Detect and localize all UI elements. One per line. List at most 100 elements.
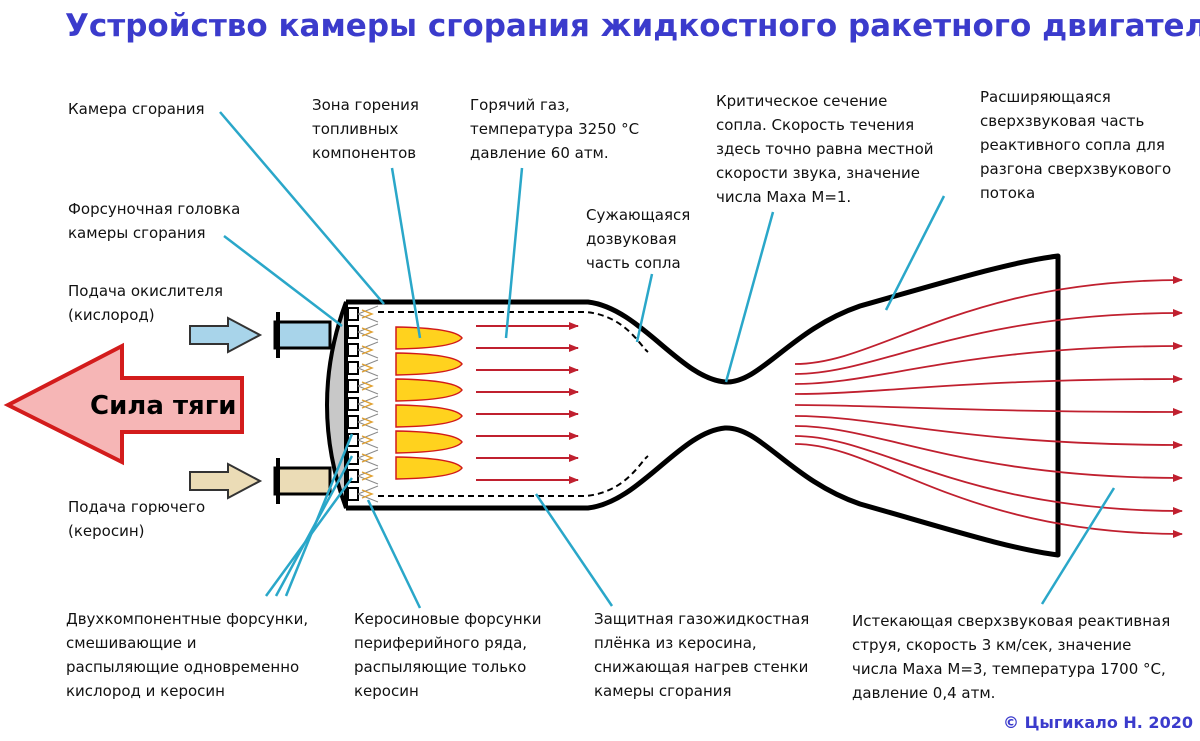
- label-chamber: Камера сгорания: [68, 100, 204, 118]
- flame: [395, 378, 463, 402]
- label-line: Двухкомпонентные форсунки,: [66, 610, 308, 628]
- exhaust-flow-line: [794, 443, 1183, 538]
- injector-element: [347, 379, 359, 393]
- label-throat: Критическое сечение сопла. Скорость тече…: [716, 92, 934, 206]
- label-line: смешивающие и: [66, 634, 197, 652]
- label-exhaust: Истекающая сверхзвуковая реактивная стру…: [852, 612, 1170, 702]
- spray-cone: [357, 395, 379, 413]
- label-line: давление 0,4 атм.: [852, 684, 995, 702]
- label-line: Форсуночная головка: [68, 200, 240, 218]
- label-line: часть сопла: [586, 254, 681, 272]
- exhaust-flow-line: [794, 276, 1183, 365]
- injector-element: [347, 487, 359, 501]
- injector-element: [347, 325, 359, 339]
- label-line: плёнка из керосина,: [594, 634, 757, 652]
- label-line: Истекающая сверхзвуковая реактивная: [852, 612, 1170, 630]
- diagram-title: Устройство камеры сгорания жидкостного р…: [65, 8, 1200, 44]
- label-line: давление 60 атм.: [470, 144, 609, 162]
- leader-lines: [219, 111, 1116, 609]
- label-line: кислород и керосин: [66, 682, 225, 700]
- spray-cone: [357, 377, 379, 395]
- exhaust-flow-line: [794, 309, 1183, 375]
- label-chamber-line: Камера сгорания: [68, 100, 204, 118]
- protective-film-lower: [378, 455, 649, 497]
- injector-element: [347, 361, 359, 375]
- label-line: здесь точно равна местной: [716, 140, 934, 158]
- label-line: Критическое сечение: [716, 92, 887, 110]
- label-line: числа Маха М=1.: [716, 188, 851, 206]
- combustion-flames: [395, 326, 463, 480]
- spray-mix: [361, 489, 374, 499]
- fuel-feed: [189, 458, 332, 504]
- spray-mix: [361, 327, 374, 337]
- spray-cone: [357, 359, 379, 377]
- spray-cone: [357, 449, 379, 467]
- label-film: Защитная газожидкостная плёнка из кероси…: [594, 610, 809, 700]
- injector-row: [347, 305, 379, 503]
- label-line: разгона сверхзвукового: [980, 160, 1171, 178]
- exhaust-flow-line: [794, 425, 1183, 482]
- thrust-label: Сила тяги: [90, 391, 237, 421]
- label-line: Защитная газожидкостная: [594, 610, 809, 628]
- copyright: © Цыгикало Н. 2020: [1003, 713, 1193, 732]
- label-line: топливных: [312, 120, 399, 138]
- spray-mix: [361, 453, 374, 463]
- label-line: распыляющие только: [354, 658, 526, 676]
- label-line: (керосин): [68, 522, 145, 540]
- flame: [395, 456, 463, 480]
- label-peripheral: Керосиновые форсунки периферийного ряда,…: [354, 610, 542, 700]
- exhaust-flow-lines: [794, 276, 1183, 538]
- injector-element: [347, 307, 359, 321]
- exhaust-flow-line: [794, 404, 1183, 416]
- injector-element: [347, 415, 359, 429]
- flame: [395, 326, 463, 350]
- label-line: сопла. Скорость течения: [716, 116, 914, 134]
- label-converging: Сужающаяся дозвуковая часть сопла: [586, 206, 690, 272]
- label-line: числа Маха М=3, температура 1700 °С,: [852, 660, 1166, 678]
- label-line: Расширяющаяся: [980, 88, 1111, 106]
- label-hot-gas: Горячий газ, температура 3250 °С давлени…: [470, 96, 639, 162]
- flame: [395, 404, 463, 428]
- spray-cone: [357, 485, 379, 503]
- label-line: дозвуковая: [586, 230, 677, 248]
- label-bipropellant: Двухкомпонентные форсунки, смешивающие и…: [66, 610, 308, 700]
- spray-mix: [361, 417, 374, 427]
- label-fuel: Подача горючего (керосин): [68, 498, 205, 540]
- label-line: (кислород): [68, 306, 155, 324]
- label-line: Сужающаяся: [586, 206, 690, 224]
- label-line: снижающая нагрев стенки: [594, 658, 808, 676]
- oxidizer-feed: [189, 312, 332, 358]
- label-line: сверхзвуковая часть: [980, 112, 1144, 130]
- thrust-arrow: Сила тяги: [3, 342, 244, 466]
- label-line: камеры сгорания: [594, 682, 732, 700]
- label-line: скорости звука, значение: [716, 164, 920, 182]
- flame: [395, 352, 463, 376]
- spray-cone: [357, 413, 379, 431]
- chamber-nozzle-outline: [346, 253, 1061, 558]
- label-line: периферийного ряда,: [354, 634, 527, 652]
- hot-gas-arrows: [476, 322, 579, 484]
- label-line: камеры сгорания: [68, 224, 206, 242]
- exhaust-flow-line: [794, 415, 1183, 449]
- label-line: Керосиновые форсунки: [354, 610, 542, 628]
- label-line: температура 3250 °С: [470, 120, 639, 138]
- exhaust-flow-line: [794, 342, 1183, 385]
- label-line: керосин: [354, 682, 419, 700]
- flame: [395, 430, 463, 454]
- label-combustion-zone: Зона горения топливных компонентов: [312, 96, 419, 162]
- label-oxidizer: Подача окислителя (кислород): [68, 282, 223, 324]
- label-injector-head: Форсуночная головка камеры сгорания: [68, 200, 240, 242]
- protective-film: [378, 311, 649, 353]
- label-line: реактивного сопла для: [980, 136, 1165, 154]
- spray-mix: [361, 471, 374, 481]
- spray-cone: [357, 305, 379, 323]
- spray-cone: [357, 467, 379, 485]
- spray-mix: [361, 345, 374, 355]
- label-line: потока: [980, 184, 1035, 202]
- injector-element: [347, 397, 359, 411]
- spray-mix: [361, 435, 374, 445]
- spray-mix: [361, 363, 374, 373]
- injector-element: [347, 343, 359, 357]
- spray-mix: [361, 399, 374, 409]
